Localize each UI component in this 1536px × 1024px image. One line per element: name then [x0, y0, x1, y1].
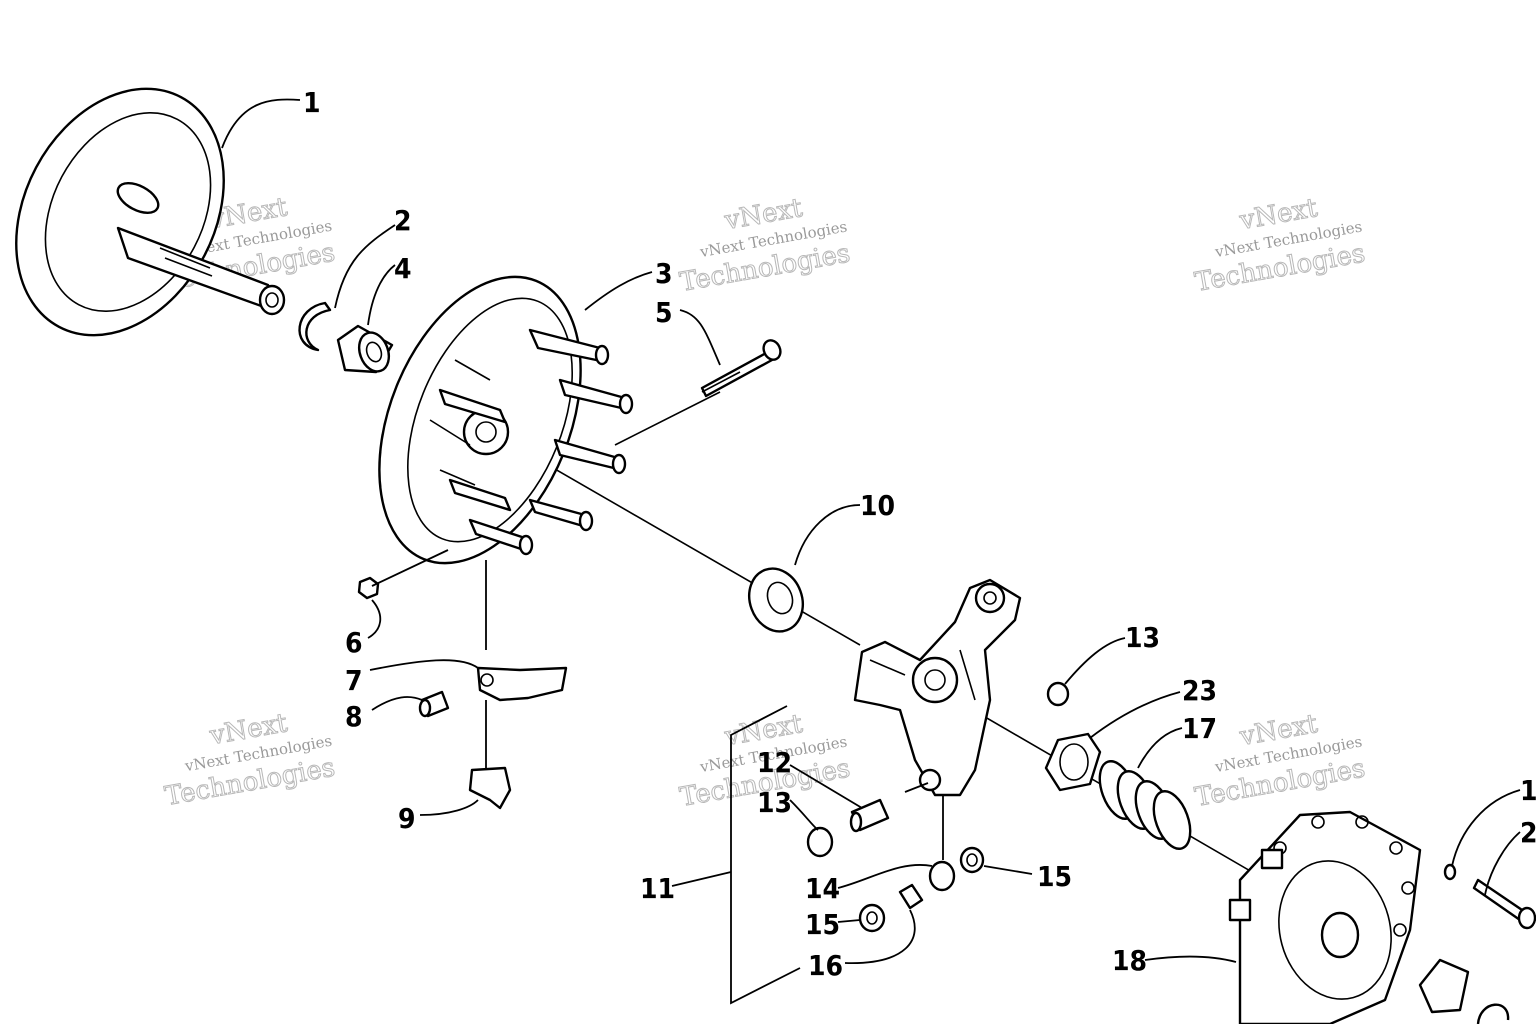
leader-13-top: [1064, 637, 1126, 685]
washer-small-part: [959, 846, 985, 874]
bushing-part: [336, 324, 394, 374]
bolt-right-part: [1472, 878, 1527, 922]
callout-6: 6: [345, 626, 363, 659]
cam-arm-part: [476, 666, 568, 702]
leader-13-bottom: [789, 799, 819, 831]
leader-2: [334, 224, 396, 309]
washer-small-hole-2: [866, 911, 878, 925]
roller-pin-end: [849, 811, 863, 833]
leader-7: [369, 659, 479, 671]
leader-10: [794, 504, 861, 566]
callout-11: 11: [640, 872, 675, 905]
callout-14: 14: [805, 872, 840, 905]
leader-4: [367, 264, 396, 326]
bushing-small-part: [898, 883, 924, 910]
leader-12: [789, 764, 929, 809]
cap-part: [1046, 681, 1070, 707]
roller-part: [928, 860, 956, 892]
callout-13-bottom: 13: [757, 786, 792, 819]
leader-17: [1137, 727, 1183, 769]
watermark-bottom-left: vNext vNext Technologies Technologies: [162, 708, 338, 813]
cover-plate-part: [1228, 810, 1422, 1024]
callout-15-right: 15: [1037, 860, 1072, 893]
callout-1-right: 1: [1520, 774, 1536, 807]
washer-small-part-2: [858, 903, 886, 933]
callout-17: 17: [1182, 712, 1217, 745]
hex-nut-part: [1044, 732, 1102, 792]
nut-part: [357, 576, 380, 600]
snap-ring-lower-part: [1476, 1003, 1510, 1024]
leader-5: [679, 309, 721, 366]
leader-16: [844, 909, 916, 964]
bolt-part: [700, 339, 782, 398]
leader-18: [1144, 955, 1237, 963]
washer-part: [748, 567, 804, 633]
callout-10: 10: [860, 489, 895, 522]
callout-5: 5: [655, 296, 673, 329]
callout-9: 9: [398, 802, 416, 835]
callout-8: 8: [345, 700, 363, 733]
leader-1: [221, 98, 301, 149]
leader-23: [1089, 691, 1181, 739]
watermark-top-center: vNext vNext Technologies Technologies: [677, 193, 853, 299]
callout-2-right: 2: [1520, 816, 1536, 849]
callout-4: 4: [394, 252, 412, 285]
bolt-axis-line: [614, 391, 721, 446]
callout-16: 16: [808, 949, 843, 982]
callout-2: 2: [394, 204, 412, 237]
group-bracket-11: [730, 705, 801, 1005]
leader-9: [419, 799, 479, 816]
leader-15-right: [983, 865, 1033, 875]
lock-washer-part: [1443, 863, 1457, 881]
movable-sheave-part: [378, 275, 634, 565]
callout-13-top: 13: [1125, 621, 1160, 654]
bushing-lower-part: [1418, 958, 1470, 1014]
cam-arm-hole: [480, 673, 494, 687]
leader-15-left: [837, 919, 861, 923]
callout-23: 23: [1182, 674, 1217, 707]
pin-end: [418, 698, 432, 718]
watermark-top-right: vNext vNext Technologies Technologies: [1192, 193, 1368, 299]
fixed-sheave-part: [15, 87, 286, 337]
leader-11: [671, 871, 732, 887]
clip-part: [468, 766, 512, 810]
callout-15-left: 15: [805, 908, 840, 941]
callout-18: 18: [1112, 944, 1147, 977]
spring-part: [1098, 760, 1192, 850]
leader-14: [837, 864, 933, 889]
leader-3: [584, 271, 653, 311]
leader-1-right: [1451, 789, 1521, 867]
bolt-right-head: [1517, 906, 1536, 930]
washer-small-hole: [966, 853, 978, 867]
snap-ring-part: [298, 301, 332, 352]
leader-8: [371, 696, 423, 711]
leader-6: [367, 549, 449, 639]
spider-arm-part: [853, 578, 1022, 797]
callout-1: 1: [303, 86, 321, 119]
callout-12: 12: [757, 746, 792, 779]
callout-3: 3: [655, 257, 673, 290]
callout-7: 7: [345, 664, 363, 697]
leader-2-right: [1484, 831, 1521, 896]
cap-part-lower: [806, 826, 834, 858]
